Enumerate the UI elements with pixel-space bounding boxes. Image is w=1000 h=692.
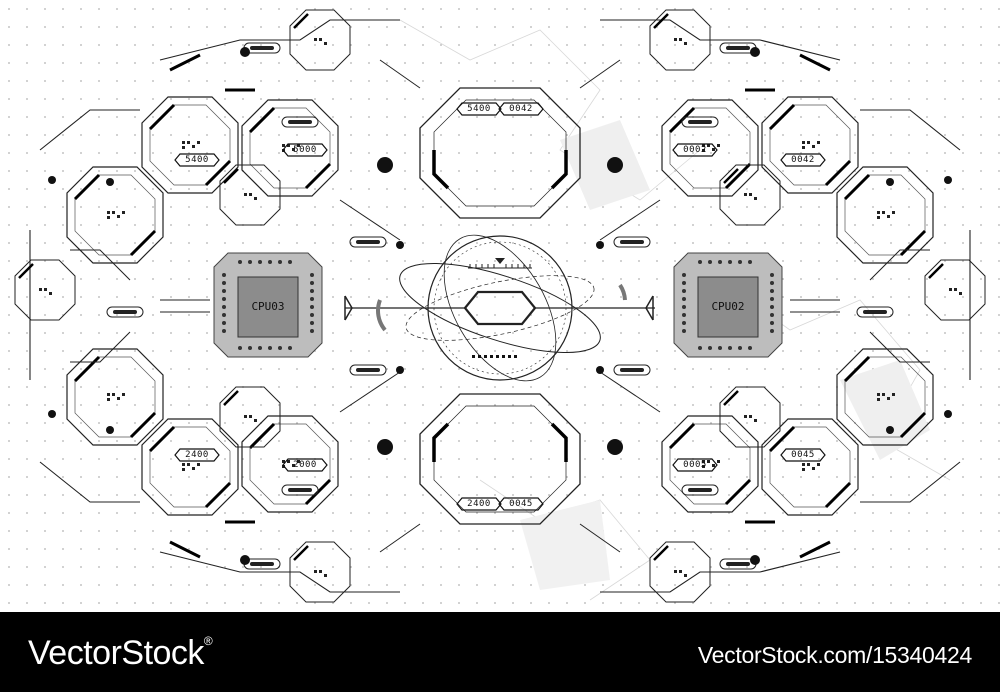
brand-logo: VectorStock® [28,634,213,673]
watermark-footer: VectorStock® VectorStock.com/15340424 [0,612,1000,692]
brand-text: VectorStock [28,634,204,672]
readout-upper-left-2: 5400 [185,155,209,165]
readout-lower-right-1: 0005 [683,460,707,470]
readout-upper-right-2: 0042 [791,155,815,165]
readout-top-center-2: 0042 [509,104,533,114]
readout-upper-right-1: 0002 [683,145,707,155]
central-target [344,234,655,382]
readout-top-center-1: 5400 [467,104,491,114]
center-octagons [419,87,581,525]
traces [70,53,930,559]
readout-lower-right-2: 0045 [791,450,815,460]
readout-upper-left-1: 5000 [293,145,317,155]
image-url: VectorStock.com/15340424 [697,642,972,668]
readout-bottom-center-1: 2400 [467,499,491,509]
mesh-overlay [399,19,951,601]
contacts [48,47,952,565]
registered-mark: ® [203,634,213,648]
circuit-artwork [13,8,987,604]
cpu-right-chip [673,252,783,358]
hud-canvas: CPU03 CPU02 5400 0042 5000 5400 0002 004… [0,0,1000,612]
circuit-cells [13,8,987,604]
cpu-left-label: CPU03 [251,300,285,313]
cpu-left-chip [213,252,323,358]
readout-lower-left-2: 2400 [185,450,209,460]
readout-bottom-center-2: 0045 [509,499,533,509]
outer-frame [29,19,971,593]
cpu-right-label: CPU02 [711,300,745,313]
readout-lower-left-1: 2000 [293,460,317,470]
